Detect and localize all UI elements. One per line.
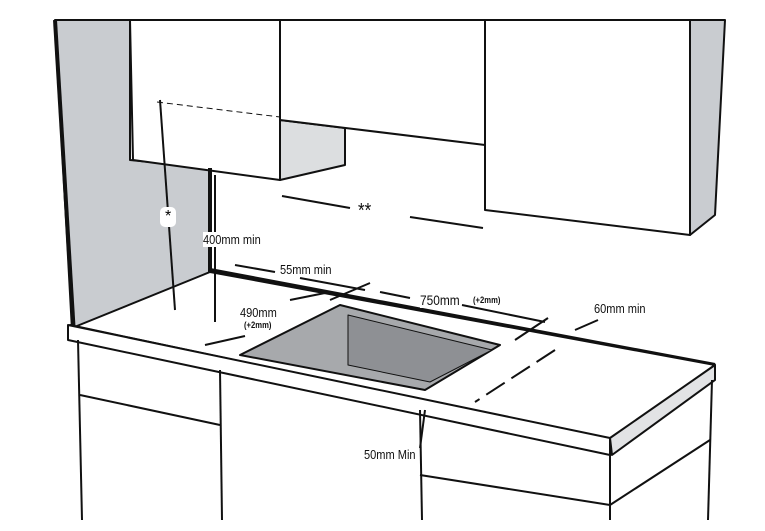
right-side-panel — [689, 19, 726, 236]
cutout-width-label: 750mm — [420, 292, 460, 308]
back-clearance-label: 55mm min — [280, 262, 332, 277]
side-clearance-label: 60mm min — [594, 301, 646, 316]
upper-left-cabinet — [129, 19, 281, 181]
height-min-label: 400mm min — [203, 232, 261, 247]
cutout-width-tolerance: (+2mm) — [473, 295, 501, 305]
cabinet-gap-marker: ** — [358, 200, 372, 223]
upper-right-cabinet — [484, 19, 691, 236]
countertop-side — [609, 364, 716, 456]
cutout-depth-label: 490mm — [240, 305, 277, 320]
cutout-depth-tolerance: (+2mm) — [244, 320, 272, 330]
front-clearance-label: 50mm Min — [364, 447, 416, 462]
cabinet-underside — [279, 119, 346, 181]
wall-clearance-marker: * — [160, 207, 177, 227]
